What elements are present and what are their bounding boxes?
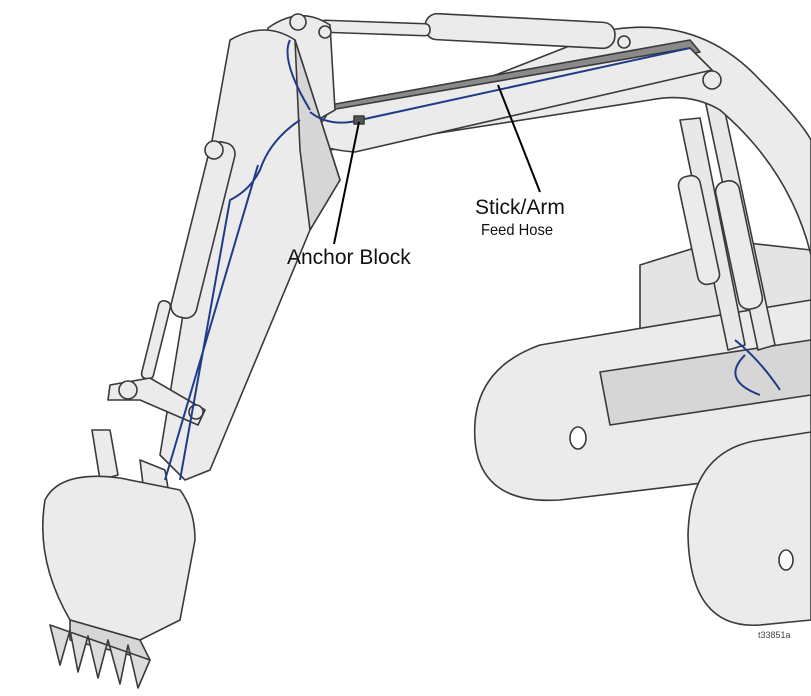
track-front	[687, 431, 811, 626]
feed-hose	[164, 39, 691, 481]
track-rear-wheel	[569, 426, 587, 450]
boom-pin	[702, 70, 722, 90]
boom	[303, 26, 811, 256]
bucket	[42, 475, 196, 641]
boom-lift-cylinder-2-body	[714, 179, 764, 311]
knuckle-pin	[289, 13, 307, 31]
boom-lift-cylinder-body	[677, 174, 721, 286]
figure-code: t33851a	[758, 630, 791, 640]
bucket-cylinder-body	[170, 141, 236, 319]
anchor-block-label: Anchor Block	[287, 246, 411, 269]
boom-pin-2	[617, 35, 631, 49]
bucket-cylinder-rod	[140, 299, 172, 381]
boom-lower	[159, 29, 341, 481]
feed-hose-leader	[497, 84, 541, 193]
anchor-block-leader	[333, 121, 360, 245]
cylinder-pin	[204, 140, 224, 160]
feed-hose-label: Feed Hose	[481, 222, 554, 239]
boom-lower-side	[294, 39, 341, 231]
stick-arm-label: Stick/Arm	[475, 196, 565, 219]
bucket-teeth	[49, 624, 151, 689]
track-front-wheel	[778, 549, 794, 571]
stick-cylinder-body	[424, 12, 616, 50]
knuckle-pin-2	[318, 25, 332, 39]
stick-cylinder-rod	[319, 19, 431, 37]
carriage-hose	[734, 339, 781, 396]
excavator-body	[42, 12, 811, 689]
linkage-pin	[118, 380, 138, 400]
